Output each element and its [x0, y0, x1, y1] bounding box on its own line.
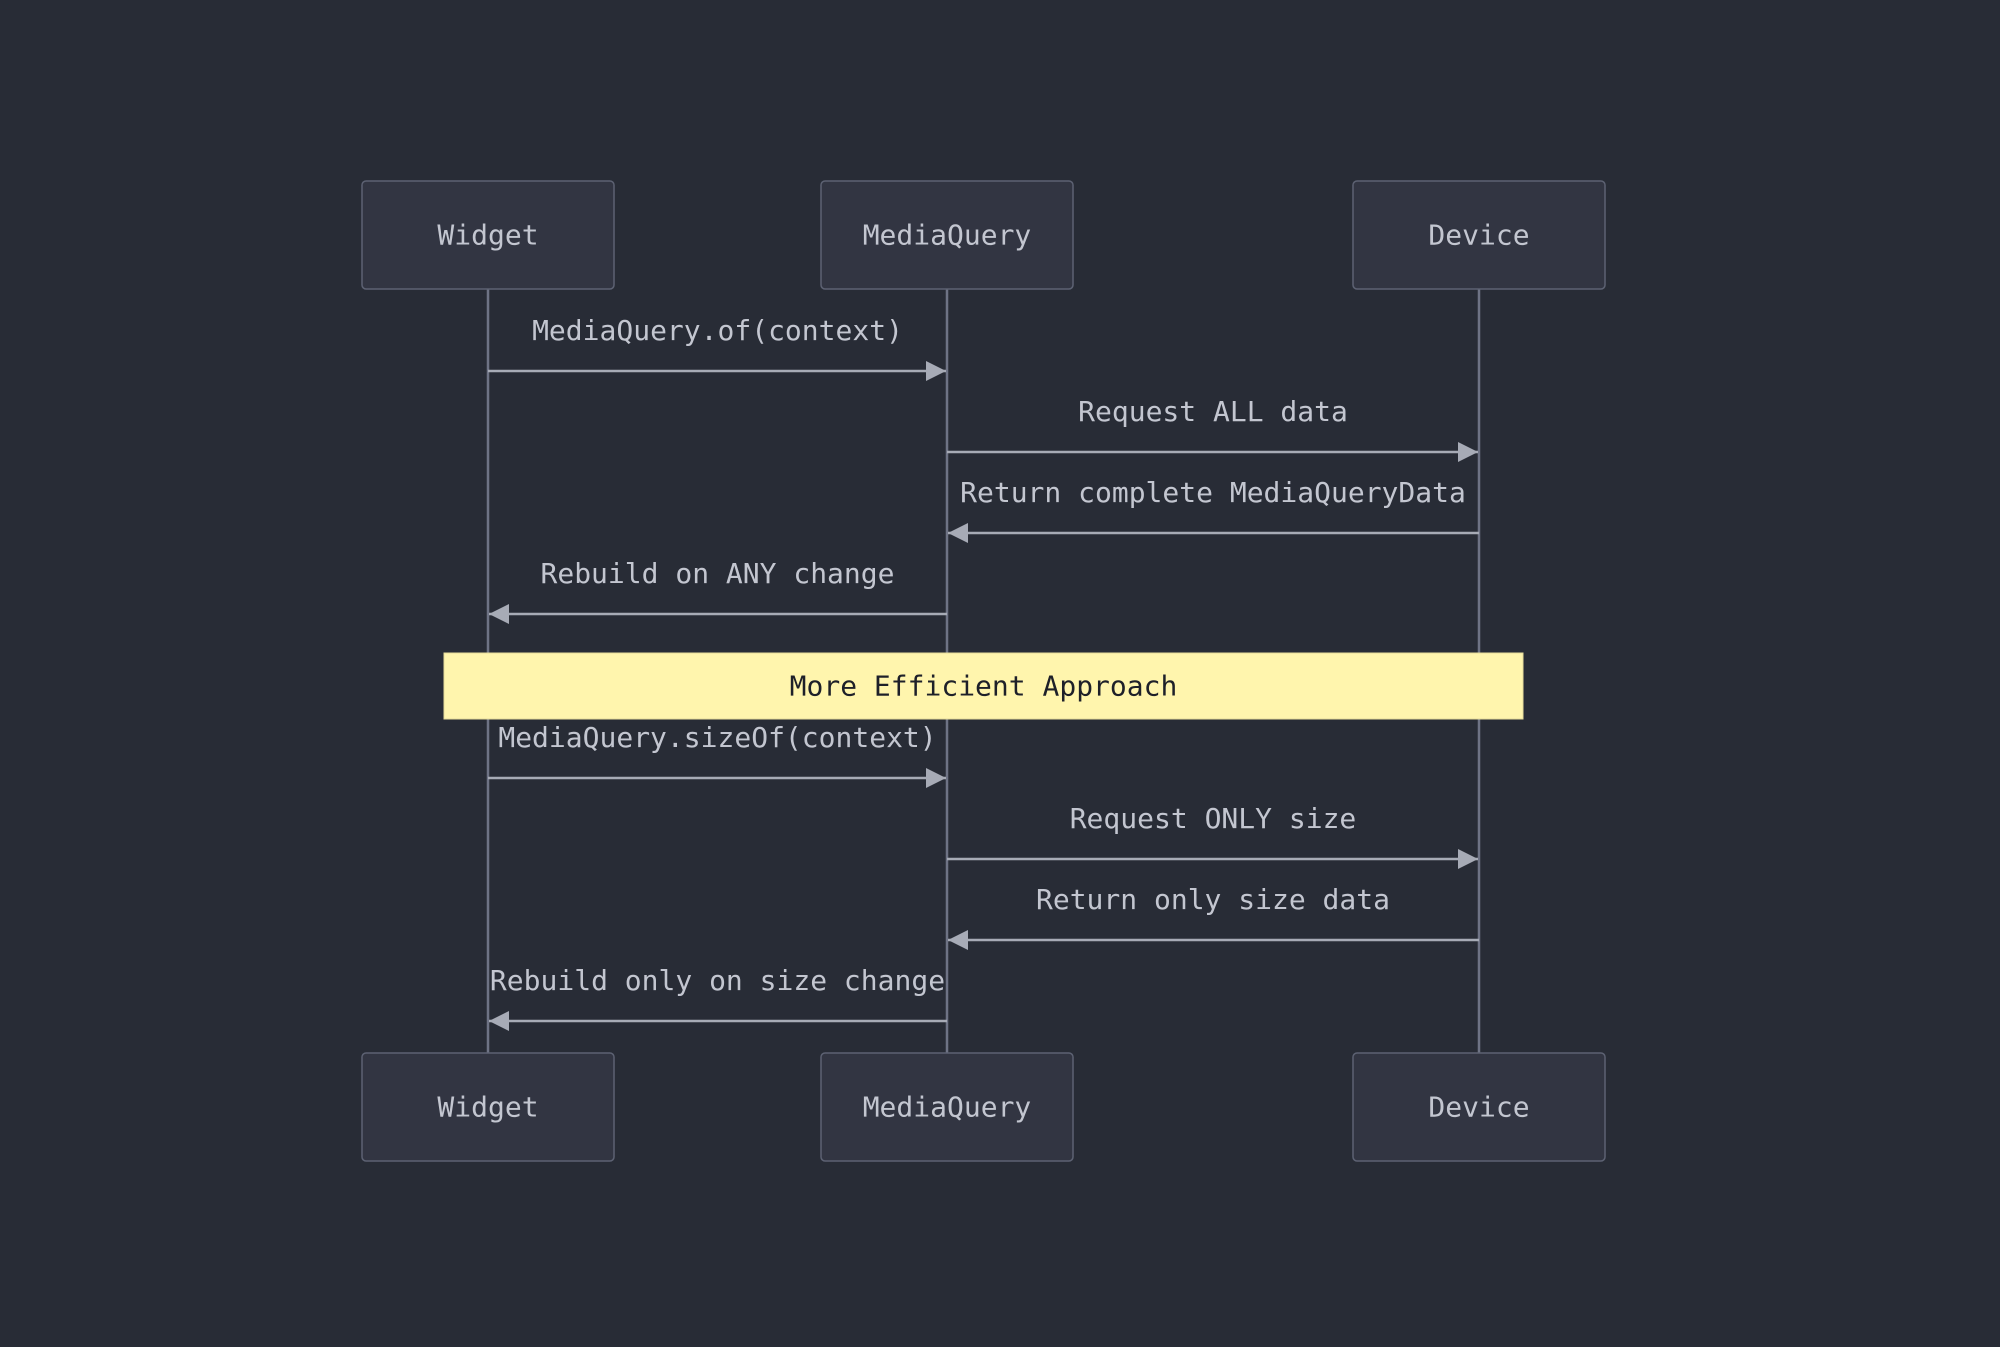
message-8: Rebuild only on size change: [489, 964, 947, 1031]
actor-device-top: Device: [1352, 180, 1606, 290]
message-label: MediaQuery.sizeOf(context): [498, 721, 936, 754]
actor-widget-bottom: Widget: [361, 1052, 615, 1162]
actor-box: [820, 1052, 1074, 1162]
actor-mediaquery-bottom: MediaQuery: [820, 1052, 1074, 1162]
actor-device-bottom: Device: [1352, 1052, 1606, 1162]
note-label: More Efficient Approach: [790, 670, 1178, 703]
message-5: MediaQuery.sizeOf(context): [488, 721, 946, 788]
message-label: Rebuild on ANY change: [540, 557, 894, 590]
actor-box: [361, 1052, 615, 1162]
actor-label: MediaQuery: [863, 1091, 1032, 1124]
actor-label: Widget: [437, 219, 538, 252]
actor-label: Device: [1428, 1091, 1529, 1124]
message-3: Rebuild on ANY change: [489, 557, 947, 624]
message-1: Request ALL data: [947, 395, 1478, 462]
message-7: Return only size data: [948, 883, 1479, 950]
message-label: Rebuild only on size change: [490, 964, 945, 997]
actor-widget-top: Widget: [361, 180, 615, 290]
actor-box: [1352, 1052, 1606, 1162]
message-2: Return complete MediaQueryData: [948, 476, 1479, 543]
note-box: [443, 652, 1524, 720]
note-4: More Efficient Approach: [443, 652, 1524, 720]
actor-mediaquery-top: MediaQuery: [820, 180, 1074, 290]
message-label: Return complete MediaQueryData: [960, 476, 1466, 509]
actor-label: Device: [1428, 219, 1529, 252]
actor-box: [361, 180, 615, 290]
message-label: MediaQuery.of(context): [532, 314, 903, 347]
message-label: Return only size data: [1036, 883, 1390, 916]
message-label: Request ONLY size: [1070, 802, 1357, 835]
message-label: Request ALL data: [1078, 395, 1348, 428]
message-0: MediaQuery.of(context): [488, 314, 946, 381]
message-6: Request ONLY size: [947, 802, 1478, 869]
actor-box: [820, 180, 1074, 290]
actor-label: Widget: [437, 1091, 538, 1124]
actor-label: MediaQuery: [863, 219, 1032, 252]
actor-box: [1352, 180, 1606, 290]
